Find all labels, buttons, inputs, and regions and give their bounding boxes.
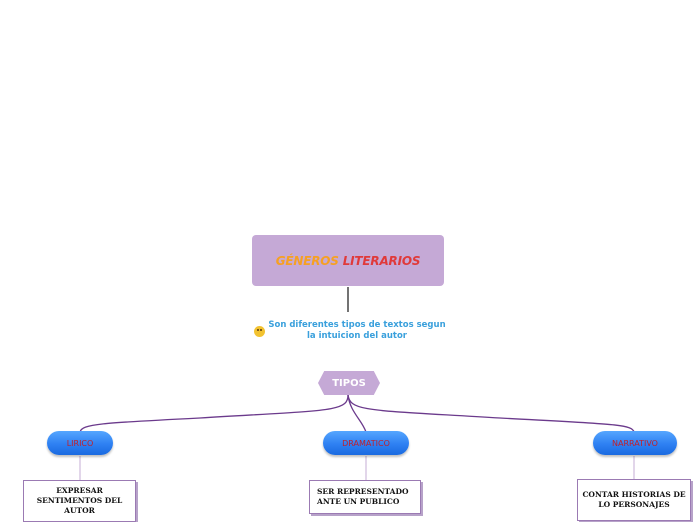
leaf-dramatico[interactable]: SER REPRESENTADO ANTE UN PUBLICO — [309, 480, 421, 514]
leaf-narrativo[interactable]: CONTAR HISTORIAS DE LO PERSONAJES — [577, 479, 691, 521]
thinking-face-icon — [254, 325, 265, 337]
branch-narrativo[interactable]: NARRATIVO — [593, 431, 677, 455]
leaf-lirico[interactable]: EXPRESAR SENTIMENTOS DEL AUTOR — [23, 480, 136, 522]
connector-narrativo — [347, 394, 635, 433]
connector-lirico — [79, 394, 349, 433]
connector-dramatico — [347, 394, 367, 433]
central-topic[interactable]: GÉNEROS LITERARIOS — [252, 235, 444, 286]
tipos-node[interactable]: TIPOS — [318, 371, 380, 395]
subtitle-note[interactable]: Son diferentes tipos de textos segun la … — [254, 320, 446, 342]
branch-lirico[interactable]: LIRICO — [47, 431, 113, 455]
title-word-1: GÉNEROS — [275, 253, 339, 268]
subtitle-text: Son diferentes tipos de textos segun la … — [268, 320, 446, 341]
branch-dramatico[interactable]: DRAMATICO — [323, 431, 409, 455]
title-word-2: LITERARIOS — [342, 253, 421, 268]
